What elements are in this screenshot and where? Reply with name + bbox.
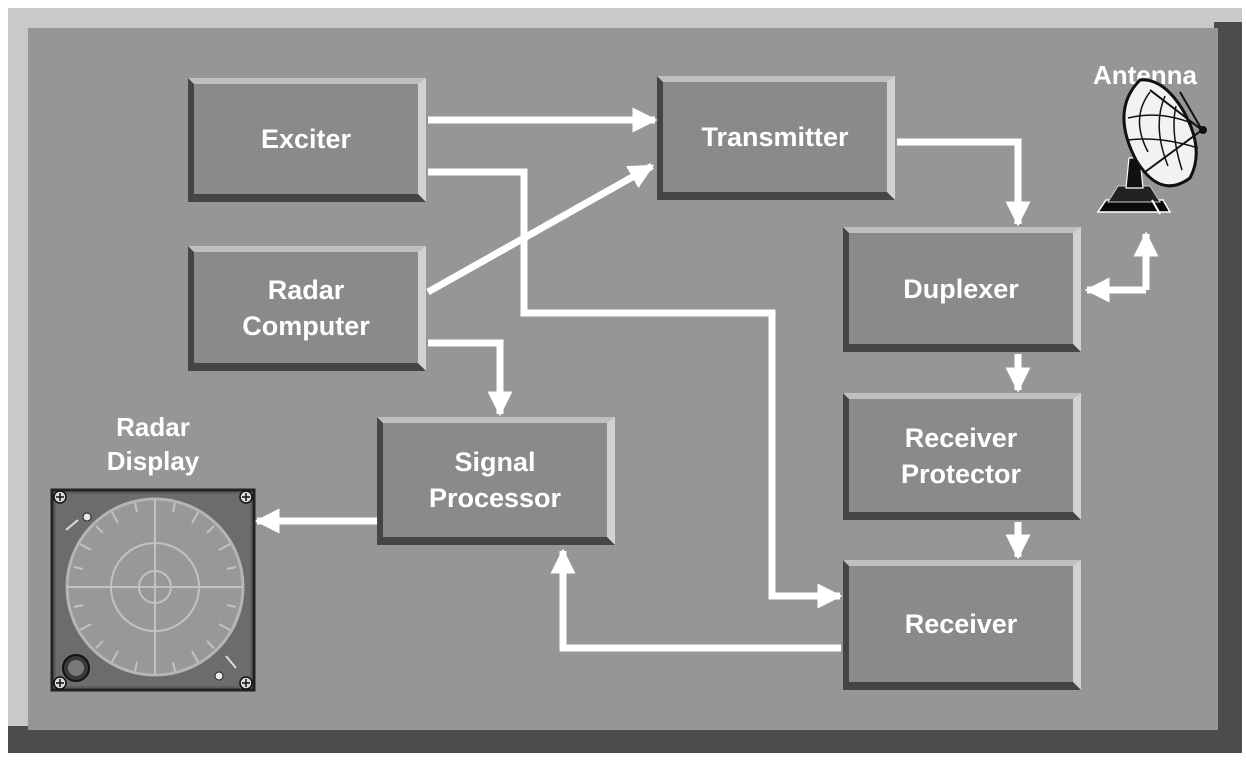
- connector-computer-processor: [428, 339, 513, 417]
- radar-scope-icon: [50, 488, 256, 692]
- satellite-dish-icon: [1096, 78, 1207, 215]
- duplexer-label: Duplexer: [903, 273, 1019, 304]
- exciter-label: Exciter: [260, 124, 352, 154]
- radar-computer-label: Radar Computer: [242, 274, 370, 341]
- panel-bevel-bottom: [8, 726, 1242, 753]
- receiver-protector-block: Receiver Protector: [843, 393, 1081, 520]
- transmitter-label: Transmitter: [701, 122, 849, 152]
- radar-computer-block: Radar Computer: [188, 246, 426, 371]
- connector-transmitter-duplexer: [897, 138, 1031, 227]
- transmitter-block: Transmitter: [657, 76, 895, 200]
- exciter-block: Exciter: [188, 78, 426, 202]
- signal-processor-block: Signal Processor: [377, 417, 615, 545]
- receiver-protector-label: Receiver Protector: [900, 422, 1022, 489]
- radar-display-label: Radar Display: [106, 412, 200, 476]
- signal-processor-label: Signal Processor: [428, 447, 562, 513]
- duplexer-block: Duplexer: [843, 227, 1081, 352]
- connector-receiver-processor: [550, 548, 841, 652]
- connector-computer-transmitter: [426, 162, 655, 296]
- receiver-label: Receiver: [904, 609, 1018, 639]
- panel-bevel-right: [1214, 22, 1242, 753]
- receiver-block: Receiver: [843, 560, 1081, 690]
- panel-bevel-top: [8, 8, 1242, 31]
- connector-exciter-receiver: [428, 168, 843, 609]
